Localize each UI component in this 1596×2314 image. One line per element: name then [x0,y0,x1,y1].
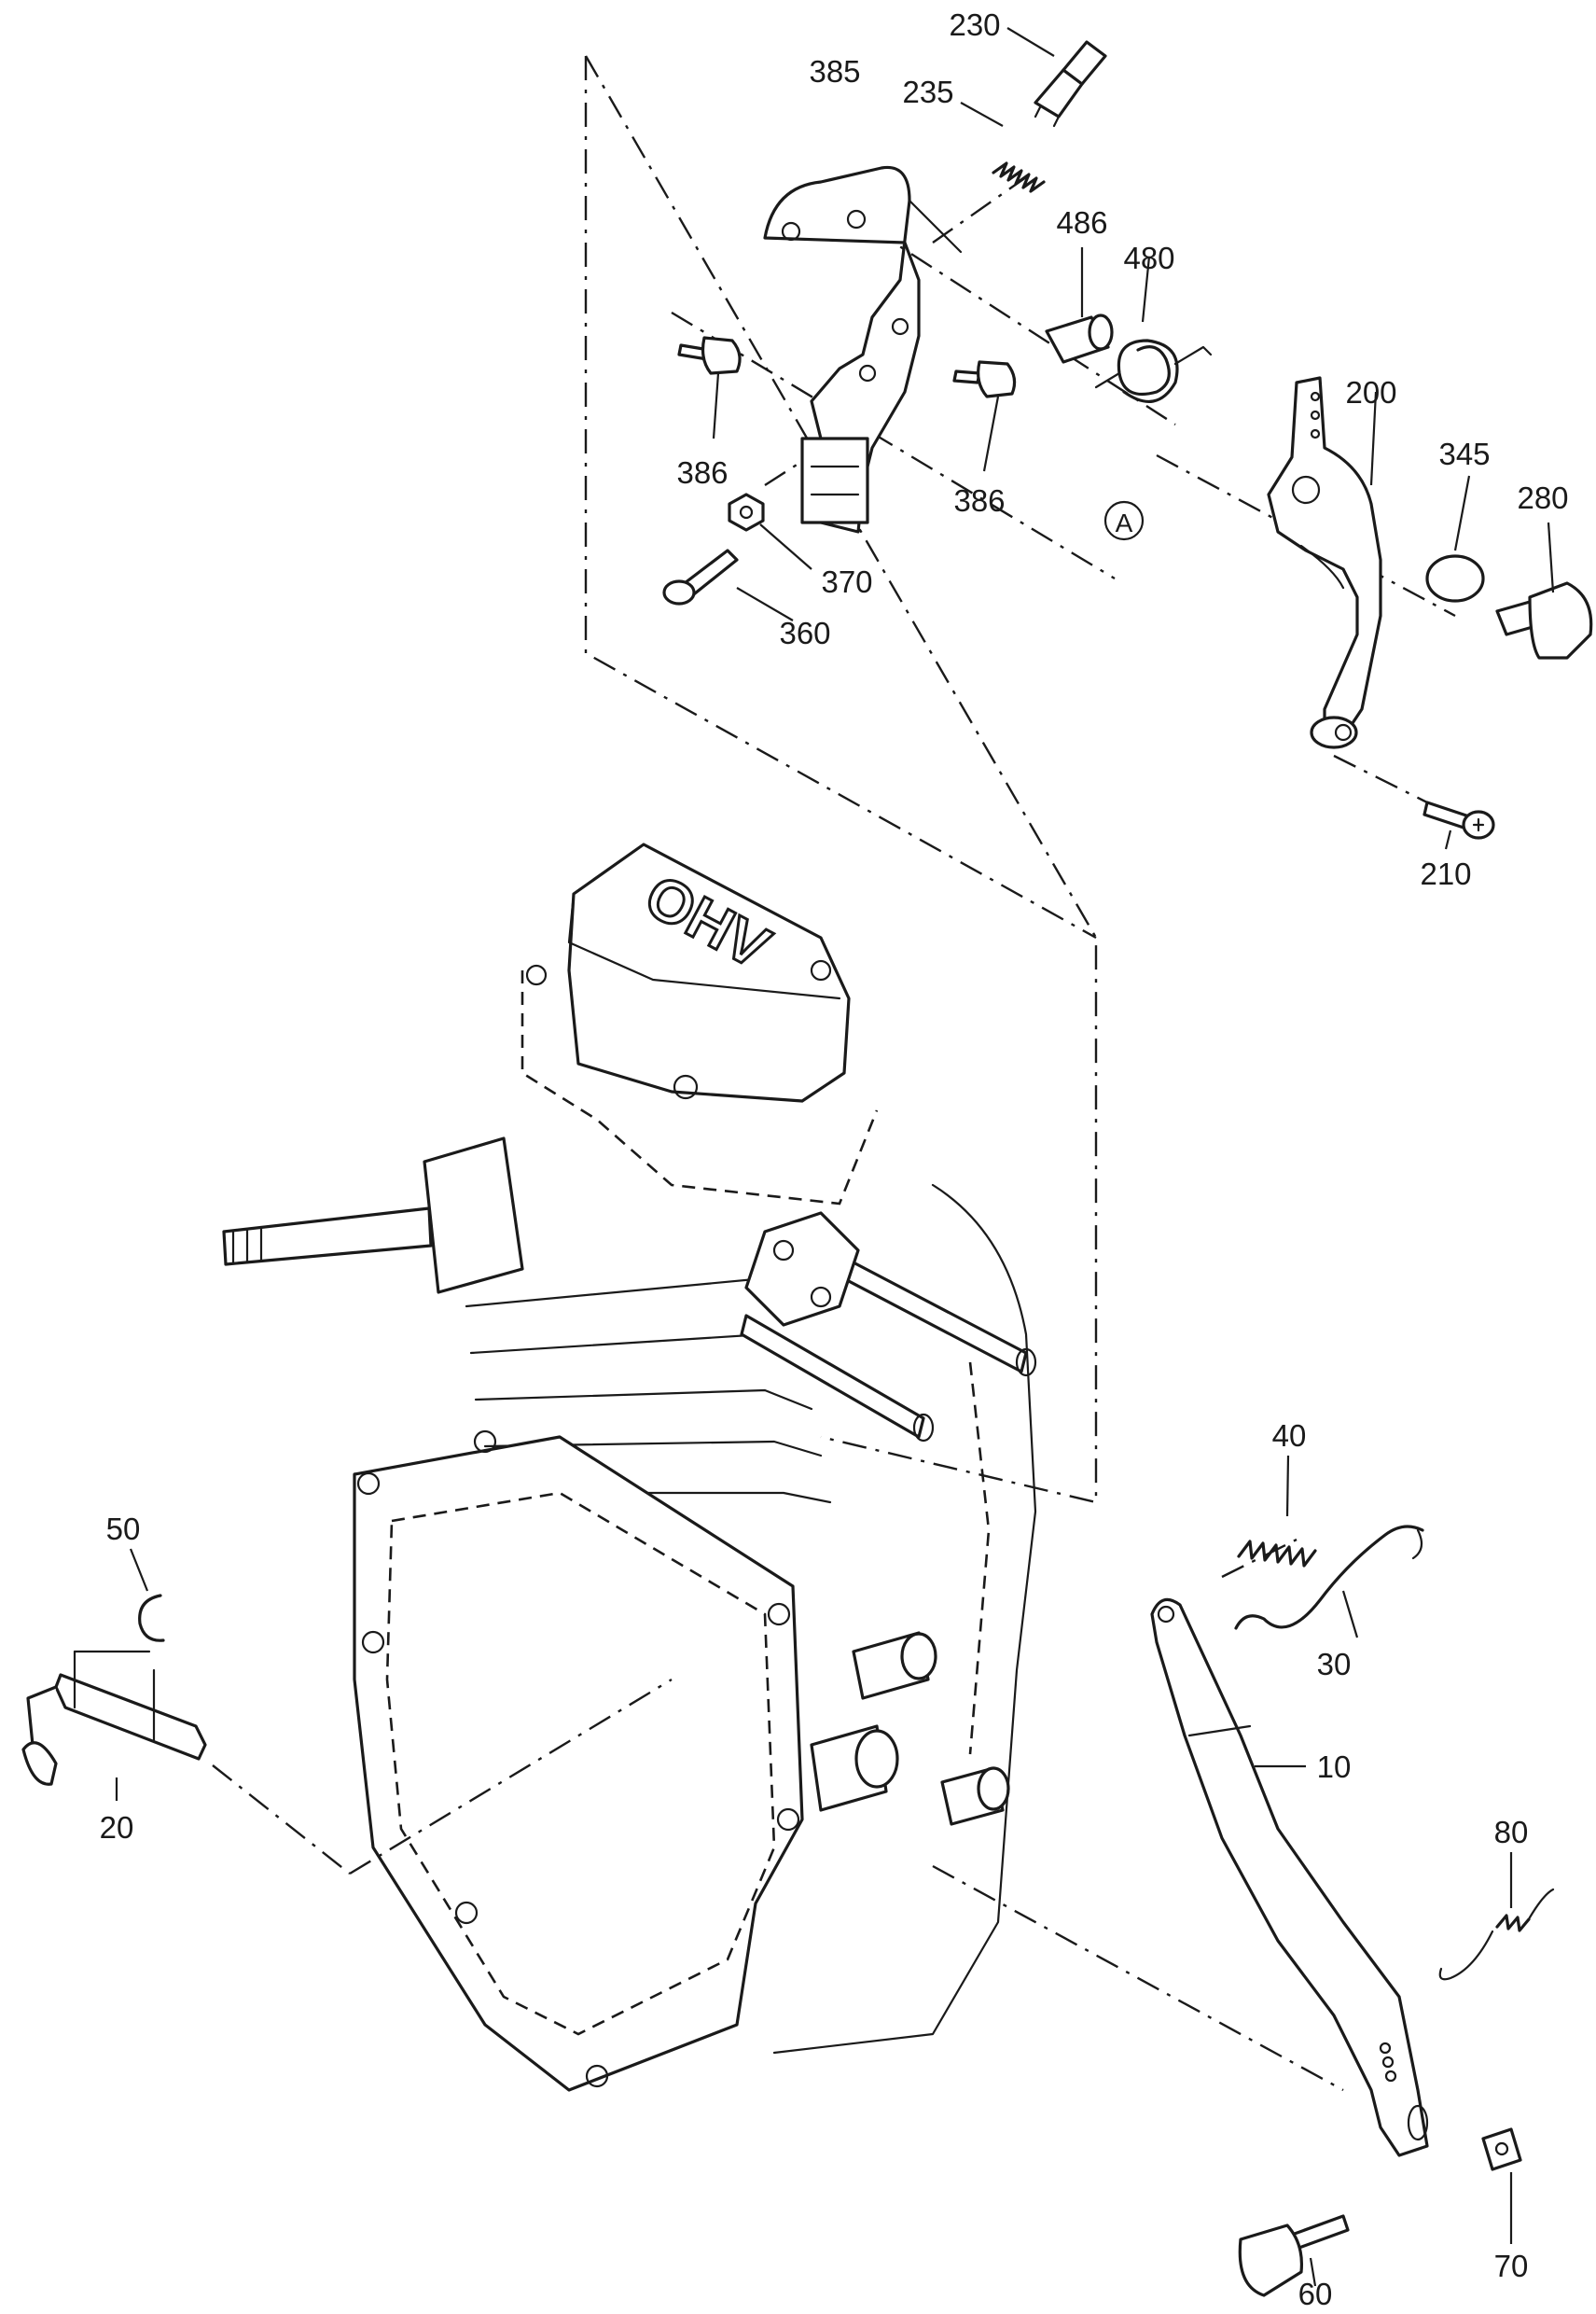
governor-shaft-20 [21,1650,207,1801]
part-label-50: 50 [106,1512,141,1546]
part-label-200: 200 [1345,375,1396,410]
collar-486 [1045,247,1114,364]
part-label-30: 30 [1317,1647,1352,1681]
upper-assembly-boundary [584,55,1465,1504]
part-label-235: 235 [902,75,953,109]
spring-40 [1237,1455,1317,1568]
spring-80 [1438,1852,1555,1981]
screw-210 [1423,801,1495,850]
governor-bracket-385 [763,165,963,534]
part-label-60: 60 [1298,2277,1333,2311]
bolt-386-left [677,336,742,439]
part-label-80: 80 [1494,1815,1529,1849]
torsion-spring-480 [1094,256,1213,403]
part-number-labels: 230 235 385 486 480 200 345 280 386 386 … [100,7,1569,2311]
part-label-360: 360 [779,616,830,650]
part-label-486: 486 [1056,205,1107,240]
part-label-386-left: 386 [676,455,728,490]
screw-360 [662,549,794,621]
part-label-10: 10 [1317,1749,1352,1784]
bolt-60 [1238,2214,1350,2297]
nut-370 [728,493,812,570]
link-rod-30 [1234,1525,1424,1638]
part-label-70: 70 [1494,2249,1529,2283]
part-label-280: 280 [1517,481,1568,515]
part-label-480: 480 [1123,241,1174,275]
part-label-210: 210 [1420,857,1471,891]
detail-marker-a: A [1103,500,1145,541]
nut-70 [1481,2127,1522,2244]
svg-text:A: A [1116,509,1133,537]
spring-235 [960,102,1046,193]
part-label-20: 20 [100,1810,134,1845]
engine-block: OHV [222,843,1037,2092]
part-label-385: 385 [809,54,860,89]
bolt-230 [1006,27,1107,128]
lower-assembly-lines [212,1538,1344,2092]
control-lever-10 [1150,1597,1429,2157]
bolt-386-right [952,360,1017,472]
part-label-345: 345 [1438,437,1490,471]
e-clip-50 [129,1548,165,1642]
part-label-230: 230 [949,7,1000,42]
part-label-386-right: 386 [953,483,1005,518]
part-label-370: 370 [821,565,872,599]
governor-lever-200 [1267,376,1382,749]
washer-345 [1425,475,1485,603]
bolt-280 [1495,522,1593,660]
part-label-40: 40 [1272,1418,1307,1453]
